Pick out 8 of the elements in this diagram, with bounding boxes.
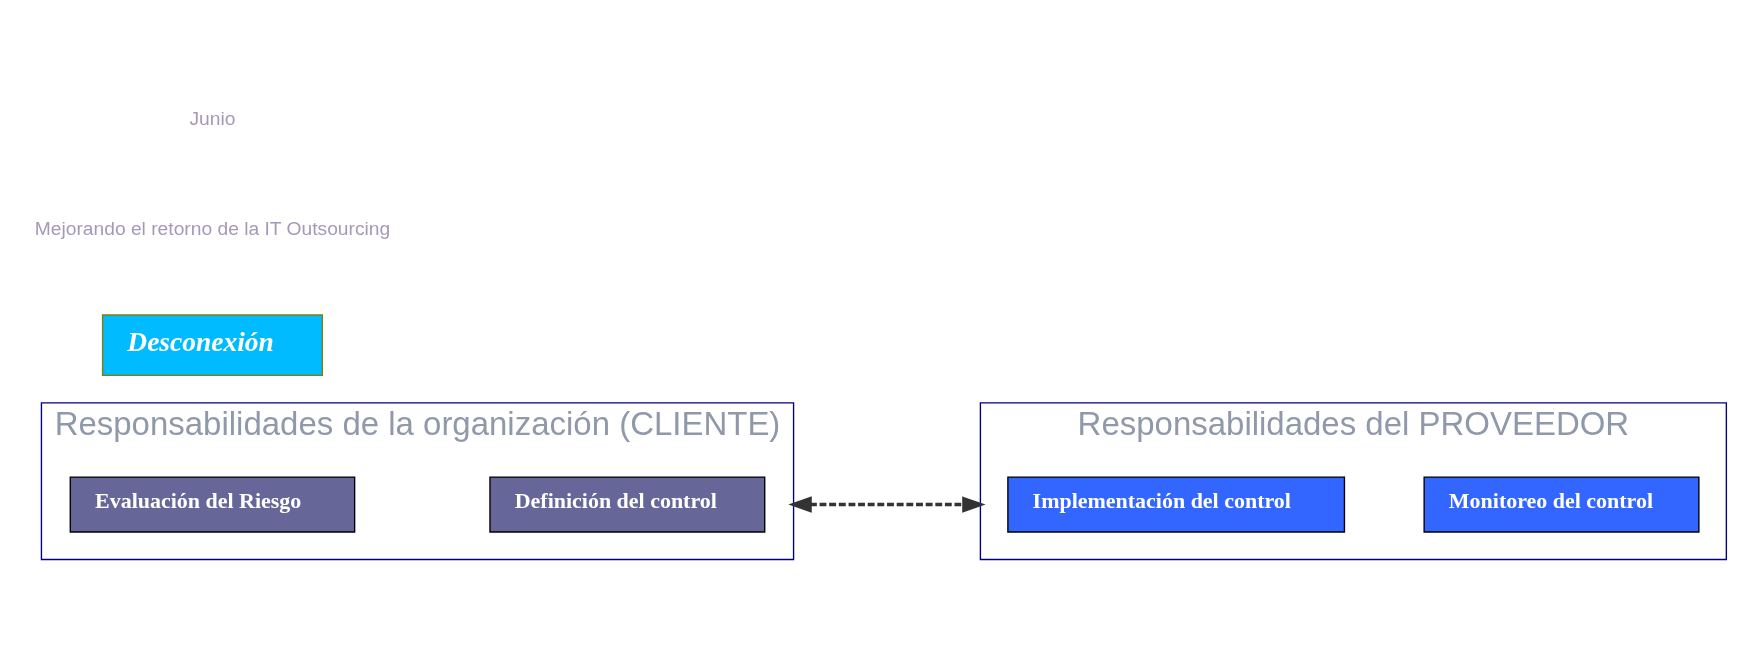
label: Junio — [189, 107, 236, 129]
node-box: Desconexión — [101, 313, 324, 376]
label: Mejorando el retorno de la IT Outsourcing — [34, 217, 391, 239]
node-box: Evaluación del Riesgo — [69, 475, 356, 533]
arrow — [788, 495, 986, 513]
node-box: Definición del control — [489, 475, 766, 533]
node-box: Implementación del control — [1007, 475, 1346, 533]
node-box: Monitoreo del control — [1423, 475, 1700, 533]
